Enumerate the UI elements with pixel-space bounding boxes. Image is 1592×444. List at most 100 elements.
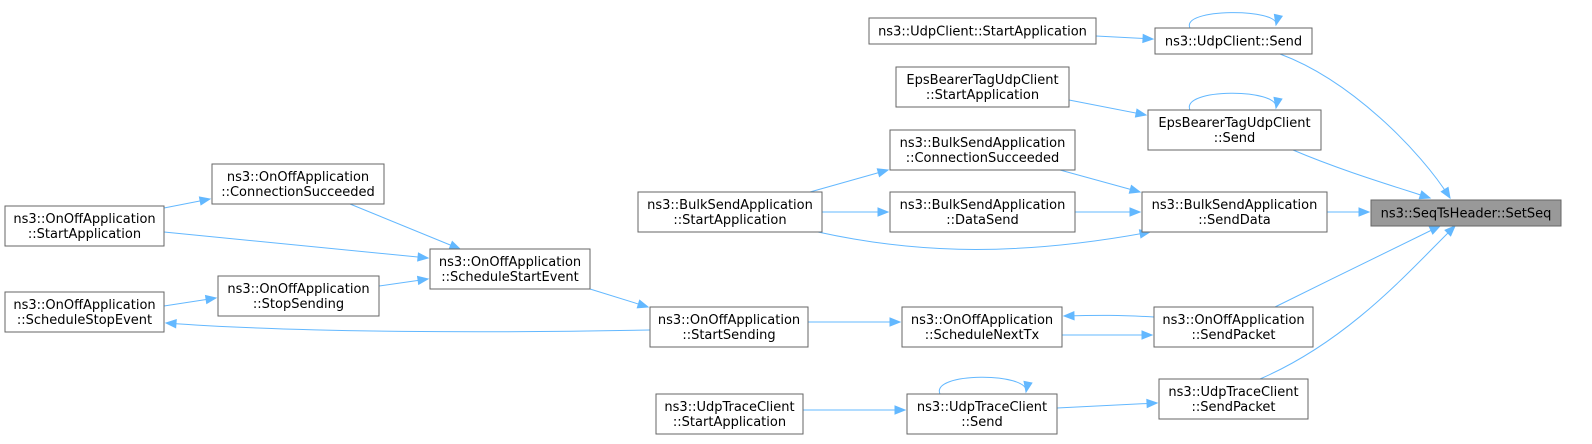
node-box xyxy=(1158,378,1309,420)
arrowhead-icon xyxy=(198,196,212,206)
edge-eps_send-to-setseq xyxy=(1292,149,1432,200)
node-label: ::ScheduleNextTx xyxy=(925,328,1040,343)
node-label: ::StartApplication xyxy=(28,227,141,242)
arrowhead-icon xyxy=(889,317,902,327)
edge-line xyxy=(1189,92,1277,111)
edge-onoff_startapp-to-onoff_conn xyxy=(163,196,212,209)
node-trace_start[interactable]: ns3::UdpTraceClient::StartApplication xyxy=(655,393,804,435)
node-label: ::Send xyxy=(1214,131,1256,146)
node-label: ::StartApplication xyxy=(926,88,1039,103)
edge-line xyxy=(1056,402,1158,409)
node-label: ns3::OnOffApplication xyxy=(13,298,155,313)
node-label: ns3::BulkSendApplication xyxy=(900,136,1066,151)
edge-line xyxy=(1063,314,1155,318)
node-box xyxy=(637,191,823,233)
node-label: EpsBearerTagUdpClient xyxy=(1158,116,1310,131)
node-udpclient_start[interactable]: ns3::UdpClient::StartApplication xyxy=(868,17,1097,45)
edge-udpclient_start-to-udpclient_send xyxy=(1095,33,1155,44)
arrowhead-icon xyxy=(1428,225,1442,235)
node-onoff_schedstart[interactable]: ns3::OnOffApplication::ScheduleStartEven… xyxy=(429,248,591,290)
node-onoff_schedstop[interactable]: ns3::OnOffApplication::ScheduleStopEvent xyxy=(4,291,165,333)
node-onoff_schednext[interactable]: ns3::OnOffApplication::ScheduleNextTx xyxy=(901,306,1063,348)
edge-line xyxy=(817,231,1151,250)
node-box xyxy=(4,205,165,247)
node-label: ::ConnectionSucceeded xyxy=(906,151,1060,166)
edge-line xyxy=(1068,99,1147,116)
node-label: ns3::OnOffApplication xyxy=(227,282,369,297)
node-trace_sendpacket[interactable]: ns3::UdpTraceClient::SendPacket xyxy=(1158,378,1309,420)
node-onoff_startsending[interactable]: ns3::OnOffApplication::StartSending xyxy=(649,306,809,348)
node-eps_start[interactable]: EpsBearerTagUdpClient::StartApplication xyxy=(895,66,1070,108)
node-onoff_conn[interactable]: ns3::OnOffApplication::ConnectionSucceed… xyxy=(211,163,385,205)
node-label: ::DataSend xyxy=(946,213,1019,228)
node-label: ::StartApplication xyxy=(673,415,786,430)
node-label: ns3::UdpClient::StartApplication xyxy=(878,25,1087,40)
edge-line xyxy=(349,203,461,250)
node-box xyxy=(429,248,591,290)
arrowhead-icon xyxy=(1440,186,1451,200)
node-udpclient_send[interactable]: ns3::UdpClient::Send xyxy=(1154,27,1313,55)
node-onoff_sendpacket[interactable]: ns3::OnOffApplication::SendPacket xyxy=(1153,306,1314,348)
node-label: ns3::BulkSendApplication xyxy=(1152,198,1318,213)
edge-line xyxy=(1189,12,1277,29)
arrowhead-icon xyxy=(894,405,907,415)
edge-onoff_schedstart-to-onoff_startsending xyxy=(589,288,650,309)
node-box xyxy=(895,66,1070,108)
node-box xyxy=(901,306,1063,348)
edge-trace_start-to-trace_send xyxy=(803,405,907,415)
node-label: ns3::BulkSendApplication xyxy=(900,198,1066,213)
edge-bulk_datasend-to-bulk_senddata xyxy=(1075,207,1142,217)
node-box xyxy=(1154,27,1313,55)
edge-line xyxy=(1292,149,1431,199)
node-eps_send[interactable]: EpsBearerTagUdpClient::Send xyxy=(1147,109,1322,151)
edge-bulk_conn-to-bulk_senddata xyxy=(1059,169,1142,194)
edge-onoff_schednext-to-onoff_sendpacket xyxy=(1062,330,1154,340)
edge-onoff_schedstop-to-onoff_stopsending xyxy=(163,294,218,307)
edge-line xyxy=(165,322,651,333)
node-trace_send[interactable]: ns3::UdpTraceClient::Send xyxy=(906,393,1058,435)
arrowhead-icon xyxy=(1128,184,1142,194)
node-label: EpsBearerTagUdpClient xyxy=(906,73,1058,88)
arrowhead-icon xyxy=(164,319,177,329)
node-box xyxy=(889,191,1076,233)
arrowhead-icon xyxy=(876,168,890,178)
node-bulk_datasend[interactable]: ns3::BulkSendApplication::DataSend xyxy=(889,191,1076,233)
node-onoff_startapp[interactable]: ns3::OnOffApplication::StartApplication xyxy=(4,205,165,247)
edge-bulk_start-to-bulk_conn xyxy=(809,168,890,193)
node-box xyxy=(217,275,380,317)
edge-line xyxy=(1274,225,1441,308)
node-box xyxy=(1153,306,1314,348)
edge-bulk_senddata-to-setseq xyxy=(1327,207,1371,217)
edge-onoff_startapp-to-onoff_schedstart xyxy=(163,231,430,262)
arrowhead-icon xyxy=(417,252,430,262)
edge-eps_start-to-eps_send xyxy=(1068,99,1148,118)
edge-onoff_conn-to-onoff_schedstart xyxy=(349,203,462,250)
node-box xyxy=(1141,191,1328,233)
node-bulk_start[interactable]: ns3::BulkSendApplication::StartApplicati… xyxy=(637,191,823,233)
edge-eps_send-to-eps_send xyxy=(1189,92,1283,111)
edge-line xyxy=(1259,225,1456,380)
arrowhead-icon xyxy=(636,299,650,309)
node-bulk_conn[interactable]: ns3::BulkSendApplication::ConnectionSucc… xyxy=(889,129,1076,171)
edge-onoff_startsending-to-onoff_schedstop xyxy=(164,319,651,333)
edge-bulk_start-to-bulk_datasend xyxy=(822,207,890,217)
arrowhead-icon xyxy=(416,275,430,286)
arrowhead-icon xyxy=(1444,225,1456,237)
node-onoff_stopsending[interactable]: ns3::OnOffApplication::StopSending xyxy=(217,275,380,317)
edge-onoff_startsending-to-onoff_schednext xyxy=(808,317,902,327)
node-label: ns3::UdpTraceClient xyxy=(664,400,794,415)
arrowhead-icon xyxy=(1273,96,1283,110)
edge-udpclient_send-to-udpclient_send xyxy=(1189,12,1284,29)
node-box xyxy=(1147,109,1322,151)
edge-line xyxy=(1059,169,1141,193)
arrowhead-icon xyxy=(1418,190,1432,200)
edge-onoff_sendpacket-to-onoff_schednext xyxy=(1062,310,1155,321)
node-box xyxy=(211,163,385,205)
node-label: ns3::OnOffApplication xyxy=(227,170,369,185)
node-label: ns3::BulkSendApplication xyxy=(647,198,813,213)
arrowhead-icon xyxy=(1141,330,1154,340)
node-label: ns3::UdpTraceClient xyxy=(917,400,1047,415)
node-bulk_senddata[interactable]: ns3::BulkSendApplication::SendData xyxy=(1141,191,1328,233)
node-setseq[interactable]: ns3::SeqTsHeader::SetSeq xyxy=(1370,199,1562,227)
